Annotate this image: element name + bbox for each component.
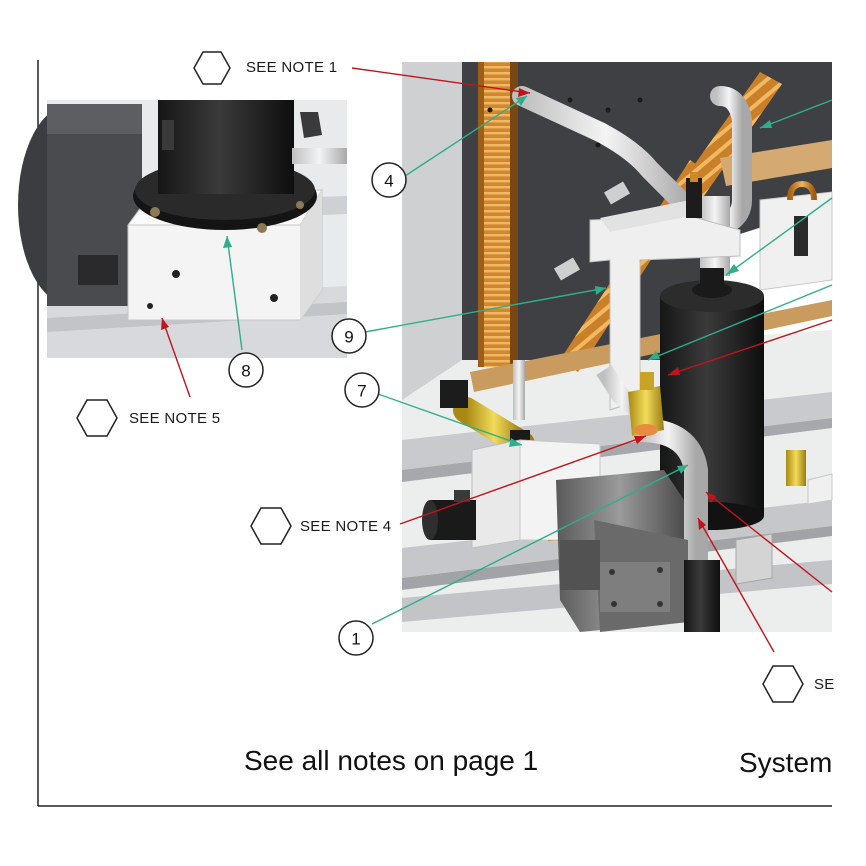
hexagon-note4-icon: [250, 507, 292, 545]
leader-1: [371, 464, 689, 625]
leader-note4: [399, 435, 647, 525]
callout-9: 9: [331, 318, 367, 354]
leader-8: [226, 235, 243, 351]
callout-7: 7: [344, 372, 380, 408]
arrow-heads: [161, 88, 772, 530]
svg-text:4: 4: [384, 172, 393, 191]
leader-lines: [161, 67, 833, 653]
footer-system-text: System: [739, 747, 832, 778]
svg-text:1: 1: [351, 630, 360, 649]
leader-red-bottom-1: [705, 491, 833, 593]
inset-mount-detail: [18, 100, 347, 358]
svg-text:7: 7: [357, 382, 366, 401]
leader-top-right-2: [725, 197, 833, 276]
svg-text:9: 9: [344, 328, 353, 347]
leader-4: [404, 95, 528, 177]
note4-label: SEE NOTE 4: [300, 518, 392, 535]
leader-top-right-3: [647, 284, 833, 361]
hexagon-note1-icon: [193, 51, 231, 85]
note5-label: SEE NOTE 5: [129, 410, 221, 427]
leader-9: [364, 287, 607, 333]
hexagon-note5-icon: [76, 399, 118, 437]
leader-red-right: [667, 319, 833, 376]
leader-note5: [161, 317, 191, 398]
leader-top-right-1: [759, 99, 833, 129]
footer-notes-text: See all notes on page 1: [244, 745, 539, 776]
leader-red-bottom-2: [697, 517, 775, 653]
hexagon-note-partial-icon: [762, 665, 804, 703]
callout-4: 4: [371, 162, 407, 198]
leader-note1: [351, 67, 531, 94]
leader-7: [377, 393, 523, 446]
svg-text:8: 8: [241, 362, 250, 381]
note1-label: SEE NOTE 1: [246, 59, 338, 76]
note-partial-label: SE: [814, 676, 835, 693]
main-chiller-assembly: [402, 62, 833, 632]
callout-1: 1: [338, 620, 374, 656]
callout-8: 8: [228, 352, 264, 388]
